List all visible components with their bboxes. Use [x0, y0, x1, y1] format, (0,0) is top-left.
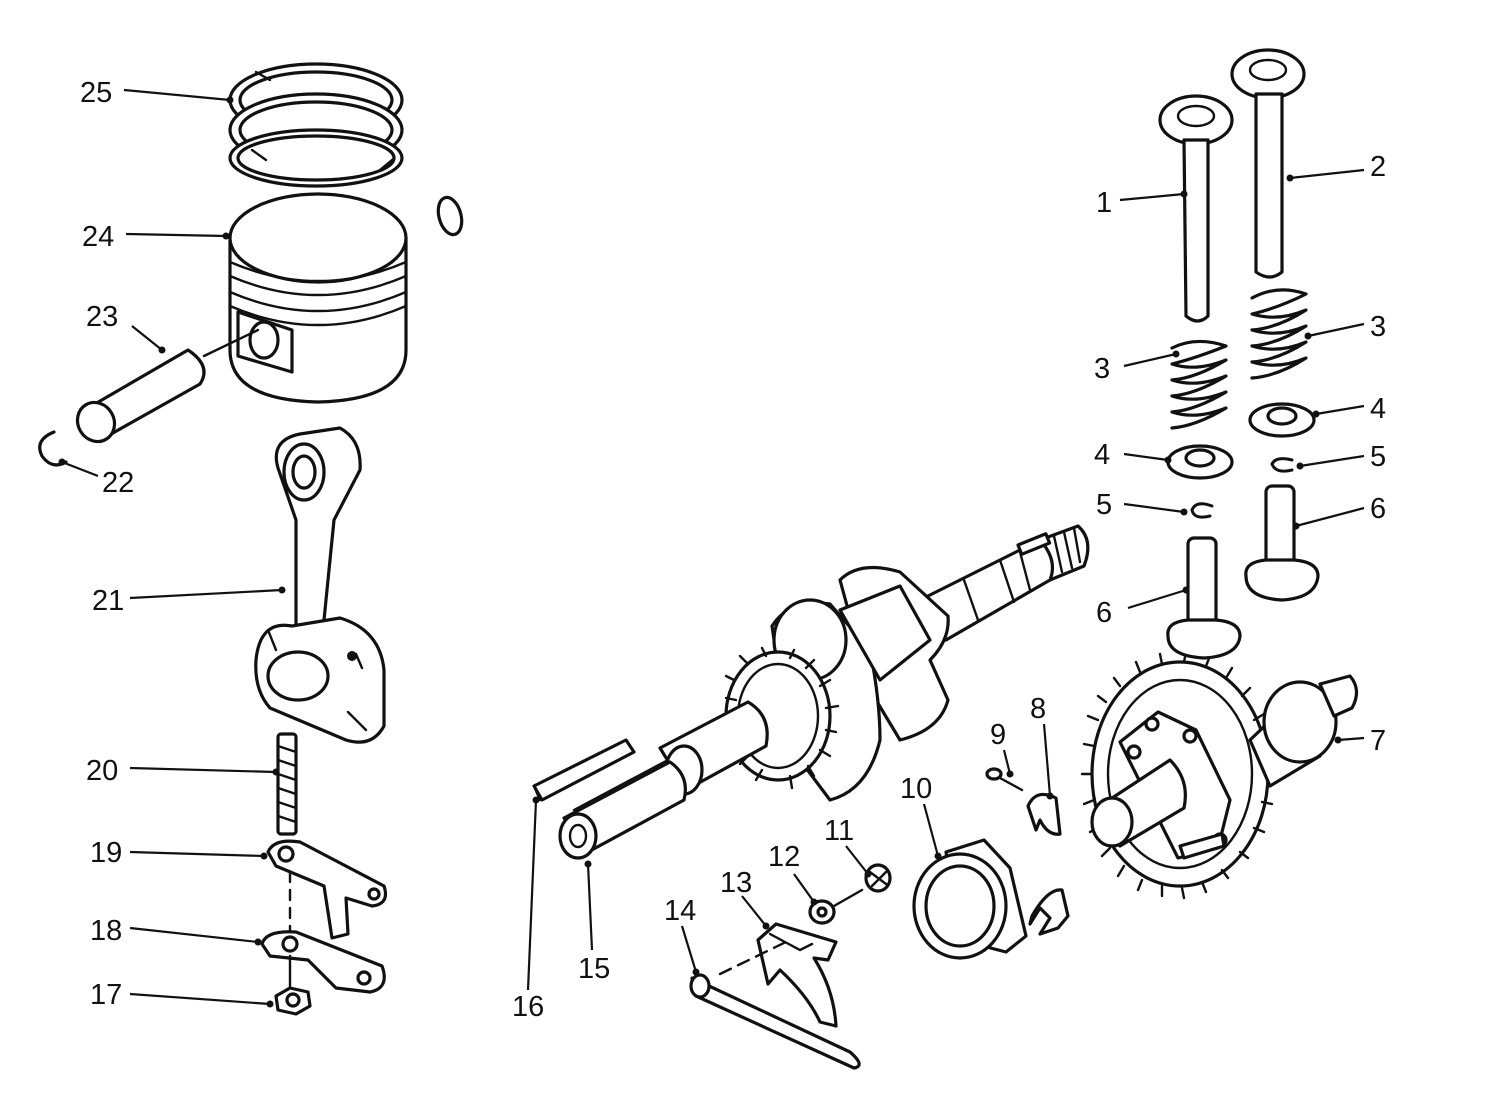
cotter-pin [985, 767, 1024, 792]
tappet-left [1166, 536, 1242, 660]
callout-5-left: 5 [1096, 489, 1112, 521]
oil-seal [912, 838, 1028, 960]
callout-21: 21 [92, 585, 124, 617]
valve-spring-right [1250, 288, 1308, 380]
piston-rings [228, 62, 404, 188]
snap-ring-right [436, 195, 464, 237]
lock-plate-upper [266, 839, 388, 940]
callout-8: 8 [1030, 693, 1046, 725]
callout-22: 22 [102, 467, 134, 499]
callout-labels: 25 24 23 22 21 20 19 18 17 1 2 3 3 4 4 5… [80, 77, 1386, 1023]
callout-11: 11 [824, 815, 854, 847]
oil-dipper-plate [260, 930, 386, 994]
snap-ring-left [38, 430, 68, 467]
callout-24: 24 [82, 221, 114, 253]
callout-2: 2 [1370, 151, 1386, 183]
valve-exhaust [1158, 94, 1234, 323]
piston [228, 192, 408, 404]
callout-3-right: 3 [1370, 311, 1386, 343]
callout-4-right: 4 [1370, 393, 1386, 425]
callout-1: 1 [1096, 187, 1112, 219]
callout-4-left: 4 [1094, 439, 1110, 471]
piston-pin [75, 328, 260, 444]
connecting-rod [254, 426, 386, 744]
governor-shaft [689, 973, 861, 1070]
callout-3-left: 3 [1094, 353, 1110, 385]
callout-20: 20 [86, 755, 118, 787]
callout-15: 15 [578, 953, 610, 985]
governor-arm [756, 922, 838, 1028]
spring-retainer-right [1248, 402, 1316, 438]
governor-screw [864, 863, 892, 893]
callout-6-right: 6 [1370, 493, 1386, 525]
valve-keeper-right [1270, 457, 1294, 473]
leader-lines [58, 88, 1365, 1008]
callout-23: 23 [86, 301, 118, 333]
camshaft [1080, 650, 1359, 900]
crankshaft-key [532, 738, 636, 802]
callout-13: 13 [720, 867, 752, 899]
rod-nut [274, 986, 312, 1016]
callout-16: 16 [512, 991, 544, 1023]
callout-12: 12 [768, 841, 800, 873]
callout-18: 18 [90, 915, 122, 947]
callout-10: 10 [900, 773, 932, 805]
valve-spring-left [1170, 339, 1228, 430]
governor-washer [808, 899, 836, 925]
valve-intake [1230, 48, 1306, 279]
callout-9: 9 [990, 719, 1006, 751]
rod-bolt [276, 732, 298, 836]
callout-14: 14 [664, 895, 696, 927]
callout-6-left: 6 [1096, 597, 1112, 629]
callout-19: 19 [90, 837, 122, 869]
tappet-right [1244, 484, 1320, 602]
callout-7: 7 [1370, 725, 1386, 757]
valve-keeper-left [1190, 502, 1214, 519]
crankshaft [558, 524, 1090, 860]
spring-retainer-left [1166, 444, 1234, 480]
retainer-clip [1026, 792, 1070, 936]
callout-17: 17 [90, 979, 122, 1011]
callout-5-right: 5 [1370, 441, 1386, 473]
callout-25: 25 [80, 77, 112, 109]
